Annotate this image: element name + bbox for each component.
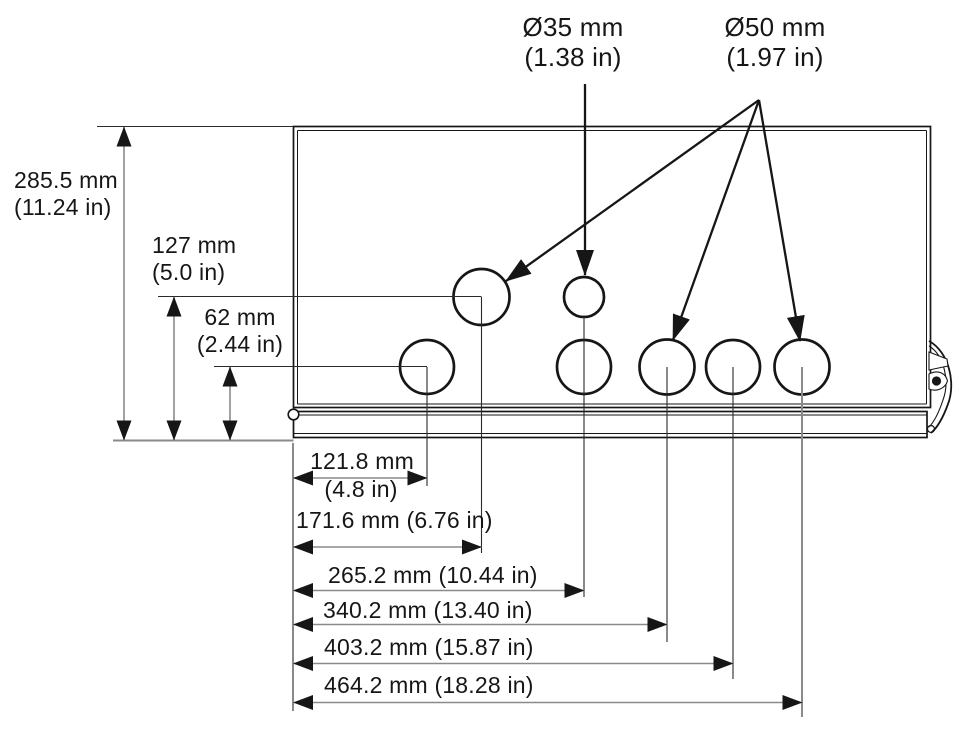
label-dim-265mm: 265.2 mm (10.44 in)	[328, 562, 538, 588]
label-dim-127mm: 127 mm (5.0 in)	[152, 232, 236, 286]
latch-pin	[931, 376, 942, 386]
label-hole-35mm-inches: (1.38 in)	[524, 42, 622, 72]
label-dim-127mm-metric: 127 mm	[152, 232, 237, 258]
label-dim-285mm-metric: 285.5 mm	[14, 167, 118, 193]
label-dim-285mm: 285.5 mm (11.24 in)	[14, 167, 118, 221]
callout-arrow-50mm-a	[505, 99, 760, 282]
callout-arrow-50mm-c	[757, 99, 805, 342]
label-dim-62mm-metric: 62 mm	[204, 304, 276, 330]
label-dim-285mm-inches: (11.24 in)	[14, 194, 112, 220]
label-hole-50mm-metric: Ø50 mm	[724, 12, 826, 42]
label-hole-35mm: Ø35 mm (1.38 in)	[521, 12, 625, 72]
label-dim-171mm: 171.6 mm (6.76 in)	[296, 507, 493, 533]
label-dim-464mm: 464.2 mm (18.28 in)	[324, 672, 534, 698]
label-hole-50mm: Ø50 mm (1.97 in)	[723, 12, 827, 72]
label-dim-121mm-metric: 121.8 mm	[310, 448, 414, 474]
label-dim-340mm: 340.2 mm (13.40 in)	[323, 597, 533, 623]
label-dim-121mm-inches: (4.8 in)	[324, 476, 398, 502]
reference-lines	[97, 125, 734, 679]
label-dim-62mm: 62 mm (2.44 in)	[180, 304, 300, 358]
latch-handle	[926, 340, 953, 434]
label-dim-127mm-inches: (5.0 in)	[152, 259, 226, 285]
label-dim-403mm: 403.2 mm (15.87 in)	[324, 634, 534, 660]
label-hole-35mm-metric: Ø35 mm	[522, 12, 624, 42]
callout-arrows	[505, 84, 805, 342]
dimension-lines	[116, 126, 803, 710]
callout-arrow-50mm-b	[671, 99, 761, 341]
rail-hinge-pin	[287, 408, 300, 421]
hole-35mm	[562, 275, 606, 319]
label-dim-62mm-inches: (2.44 in)	[196, 331, 284, 357]
label-hole-50mm-inches: (1.97 in)	[726, 42, 824, 72]
bottom-rail	[287, 408, 928, 439]
